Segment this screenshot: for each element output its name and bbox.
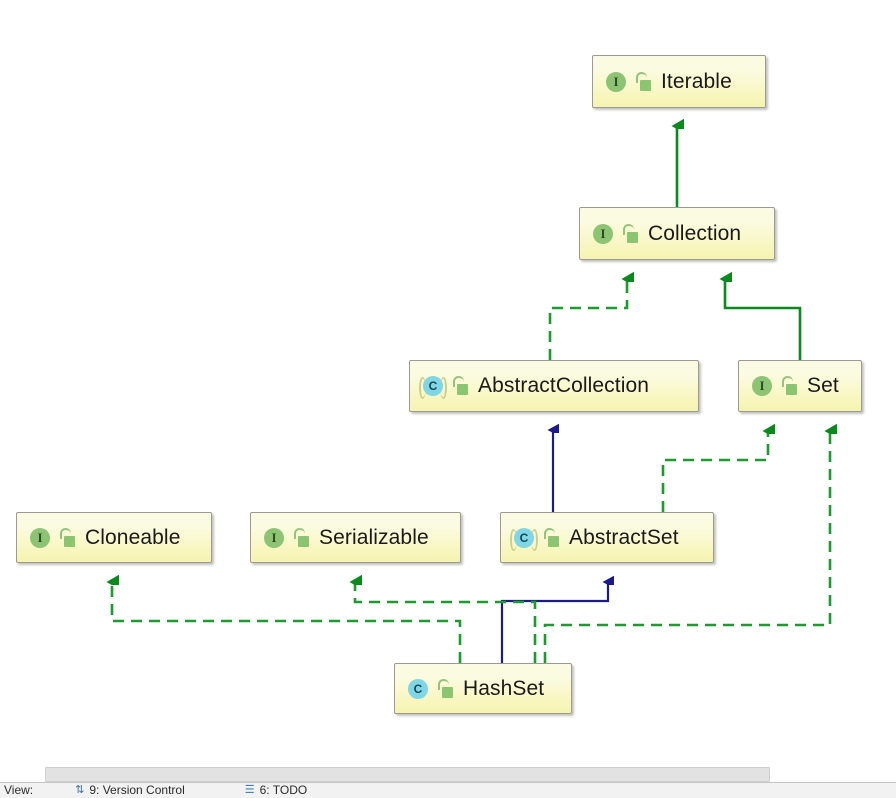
interface-i-icon: I — [750, 374, 774, 398]
edge-hashset-to-serializable — [355, 582, 537, 663]
open-padlock-icon — [452, 376, 469, 396]
status-view-text: View: — [4, 783, 34, 797]
interface-i-icon: I — [28, 526, 52, 550]
uml-node-iterable[interactable]: I Iterable — [592, 55, 766, 108]
abstract-class-c-icon: C — [510, 526, 538, 551]
uml-node-label: Collection — [648, 221, 742, 245]
uml-node-hashset[interactable]: C HashSet — [394, 663, 572, 714]
open-padlock-icon — [543, 527, 560, 548]
interface-i-icon: I — [262, 526, 286, 550]
status-item-label: 9: Version Control — [89, 783, 185, 797]
status-item-todo[interactable]: ☰ 6: TODO — [245, 783, 307, 797]
uml-node-abstractcollection[interactable]: C AbstractCollection — [409, 360, 699, 412]
status-item-label: 6: TODO — [259, 783, 308, 797]
uml-node-label: Cloneable — [85, 525, 181, 549]
uml-node-label: Set — [807, 374, 839, 397]
status-view-label[interactable]: View: — [4, 783, 33, 797]
edge-hashset-to-set — [543, 431, 830, 663]
interface-i-icon: I — [604, 70, 628, 94]
edge-hashset-to-cloneable — [112, 582, 462, 663]
chrome-divider — [0, 782, 896, 783]
abstract-class-c-icon: C — [419, 374, 447, 399]
interface-i-icon: I — [591, 222, 615, 246]
uml-edge-layer — [0, 0, 896, 663]
status-item-version-control[interactable]: ⇅ 9: Version Control — [75, 783, 185, 797]
uml-node-abstractset[interactable]: C AbstractSet — [500, 512, 714, 563]
uml-node-collection[interactable]: I Collection — [579, 207, 775, 260]
edge-set-to-collection — [725, 279, 802, 360]
edge-hashset-to-abstractset — [500, 582, 608, 663]
open-padlock-icon — [635, 71, 652, 92]
class-c-icon: C — [406, 677, 430, 701]
open-padlock-icon — [437, 678, 454, 699]
horizontal-scrollbar[interactable] — [0, 763, 896, 782]
open-padlock-icon — [293, 527, 310, 548]
horizontal-scrollbar-thumb[interactable] — [45, 767, 770, 782]
open-padlock-icon — [781, 376, 798, 396]
edge-abstractset-to-set — [661, 431, 768, 512]
uml-node-set[interactable]: I Set — [738, 360, 862, 412]
uml-node-label: AbstractCollection — [478, 374, 650, 397]
version-control-icon: ⇅ — [75, 783, 85, 796]
open-padlock-icon — [622, 223, 639, 244]
uml-node-cloneable[interactable]: I Cloneable — [16, 512, 212, 563]
uml-node-label: HashSet — [463, 676, 545, 700]
uml-node-label: Iterable — [661, 69, 732, 93]
uml-diagram-canvas[interactable]: I Iterable I Collection C AbstractCollec… — [0, 0, 896, 760]
status-bar: View: ⇅ 9: Version Control ☰ 6: TODO — [0, 783, 896, 798]
edge-abstractcollection-to-collection — [548, 279, 627, 360]
uml-node-label: AbstractSet — [569, 525, 679, 549]
open-padlock-icon — [59, 527, 76, 548]
uml-node-label: Serializable — [319, 525, 429, 549]
bottom-chrome: View: ⇅ 9: Version Control ☰ 6: TODO — [0, 760, 896, 798]
uml-node-serializable[interactable]: I Serializable — [250, 512, 461, 563]
todo-list-icon: ☰ — [244, 783, 255, 796]
